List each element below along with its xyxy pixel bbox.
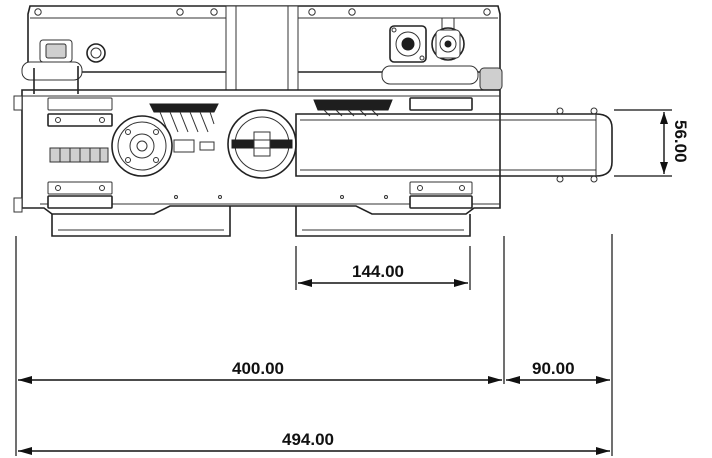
dimension-arm-extension: 90.00 — [506, 359, 610, 384]
center-lock-knob — [227, 109, 297, 179]
dimension-label-arm-extension: 90.00 — [532, 359, 575, 378]
extension-lines — [15, 109, 672, 456]
cooling-fins — [149, 99, 393, 133]
left-slots — [47, 97, 113, 209]
extended-arm — [295, 107, 613, 183]
dimension-label-overall-width: 494.00 — [282, 430, 334, 449]
dimension-label-body-width: 400.00 — [232, 359, 284, 378]
dimension-overall-width: 494.00 — [18, 430, 610, 455]
round-connector — [111, 115, 215, 177]
right-slots — [409, 97, 473, 209]
top-housing — [27, 5, 501, 91]
dimension-foot-width: 144.00 — [298, 262, 468, 287]
right-connectors — [381, 17, 503, 91]
dimension-label-foot-width: 144.00 — [352, 262, 404, 281]
right-foot — [295, 206, 471, 237]
left-top-knob — [21, 39, 106, 94]
dimension-label-arm-height: 56.00 — [671, 120, 690, 163]
left-foot — [51, 206, 231, 237]
dimension-arm-height: 56.00 — [660, 112, 690, 174]
dimension-body-width: 400.00 — [18, 359, 502, 384]
